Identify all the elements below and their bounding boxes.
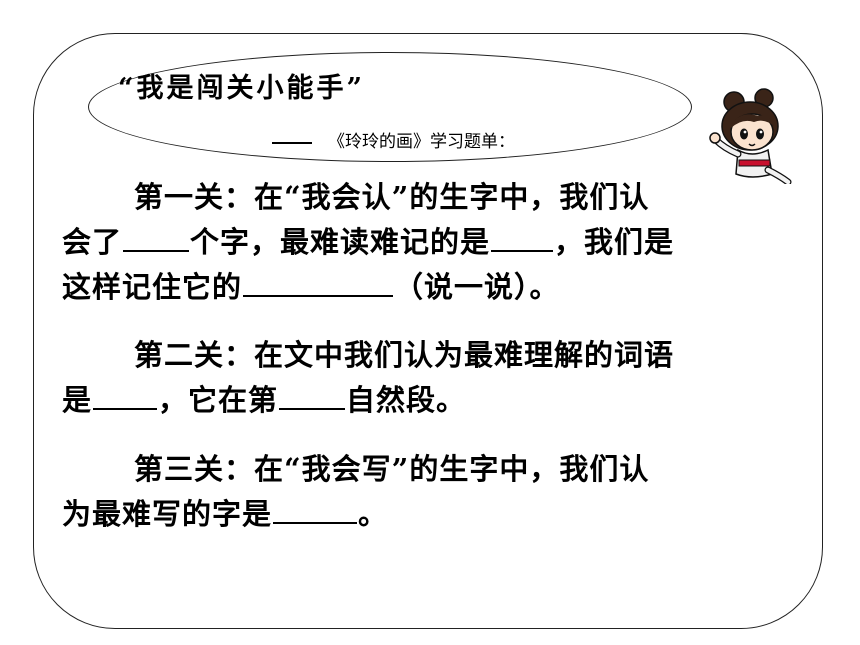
text-segment: 第一关：在“我会认”的生字中，我们认 [134,180,650,214]
cartoon-girl-icon [709,88,792,184]
level-2-line-1: 第二关：在文中我们认为最难理解的词语 [62,333,762,378]
answer-blank[interactable] [279,378,346,410]
level-3: 第三关：在“我会写”的生字中，我们认 为最难写的字是 。 [62,447,762,537]
level-2-line-2: 是 ，它在第 自然段。 [62,378,762,423]
subtitle-text: 《玲玲的画》学习题单： [328,132,515,152]
worksheet-subtitle: 《玲玲的画》学习题单： [272,127,515,152]
text-segment: 第二关：在文中我们认为最难理解的词语 [134,338,675,372]
text-segment: 这样记住它的 [62,270,243,304]
subtitle-dash [272,141,312,144]
level-1-line-3: 这样记住它的 （说一说）。 [62,265,762,310]
text-segment: 个字，最难读难记的是 [190,225,491,259]
text-segment: ，我们是 [554,225,675,259]
answer-blank[interactable] [273,492,358,524]
level-1-line-1: 第一关：在“我会认”的生字中，我们认 [62,175,762,220]
answer-blank[interactable] [491,220,554,252]
level-3-line-1: 第三关：在“我会写”的生字中，我们认 [62,447,762,492]
level-1: 第一关：在“我会认”的生字中，我们认 会了 个字，最难读难记的是 ，我们是 这样记住… [62,175,762,310]
text-segment: （说一说）。 [394,270,560,304]
text-segment: ，它在第 [158,383,279,417]
answer-blank[interactable] [243,265,394,297]
level-3-line-2: 为最难写的字是 。 [62,492,762,537]
text-segment: 会了 [62,225,123,259]
answer-blank[interactable] [93,378,158,410]
worksheet-card [33,33,823,629]
title-oval [88,52,692,162]
text-segment: 自然段。 [346,383,467,417]
text-segment: 第三关：在“我会写”的生字中，我们认 [134,452,650,486]
worksheet-title: “我是闯关小能手” [118,73,366,104]
level-1-line-2: 会了 个字，最难读难记的是 ，我们是 [62,220,762,265]
level-2: 第二关：在文中我们认为最难理解的词语 是 ，它在第 自然段。 [62,333,762,423]
answer-blank[interactable] [123,220,190,252]
text-segment: 。 [358,497,389,531]
text-segment: 为最难写的字是 [62,497,273,531]
text-segment: 是 [62,383,93,417]
